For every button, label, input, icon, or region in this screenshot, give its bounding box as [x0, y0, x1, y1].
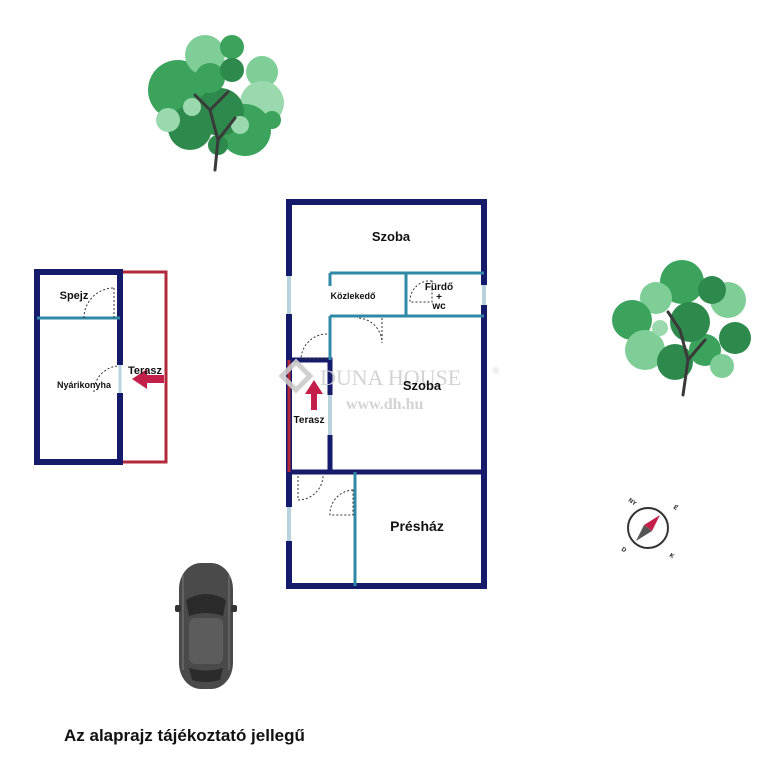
watermark: DUNA HOUSE ® www.dh.hu [278, 358, 500, 413]
tree-icon [148, 35, 284, 172]
compass-letter-k: K [668, 553, 676, 561]
compass-letter-ny: NY [627, 498, 637, 508]
watermark-brand: DUNA HOUSE [320, 365, 461, 390]
room-label-terasz-side: Terasz [128, 365, 163, 377]
watermark-url: www.dh.hu [346, 396, 423, 413]
room-label-terasz-main: Terasz [294, 415, 325, 426]
main-house [285, 199, 488, 589]
room-label-furdo-plus: + [436, 292, 442, 303]
summer-kitchen-building [34, 269, 168, 465]
compass-icon: NY É K D [620, 498, 680, 561]
entrance-arrow-icon [132, 369, 164, 389]
compass-letter-e: É [672, 503, 680, 512]
car-icon [175, 563, 237, 689]
room-label-kozlekedo: Közlekedő [330, 291, 376, 301]
disclaimer-text: Az alaprajz tájékoztató jellegű [64, 726, 305, 745]
duna-house-logo-icon [278, 358, 314, 394]
compass-letter-d: D [620, 547, 628, 555]
room-label-szoba-top: Szoba [372, 229, 411, 244]
room-label-furdo: Fürdő [425, 282, 453, 293]
room-label-spejz: Spejz [60, 290, 89, 302]
room-label-wc: wc [431, 301, 446, 312]
room-label-szoba-mid: Szoba [403, 378, 442, 393]
room-label-nyarikonyha: Nyárikonyha [57, 380, 112, 390]
room-label-preshaz: Présház [390, 518, 444, 534]
watermark-registered: ® [492, 366, 500, 377]
tree-icon [612, 260, 751, 397]
entrance-arrow-icon [305, 380, 323, 410]
